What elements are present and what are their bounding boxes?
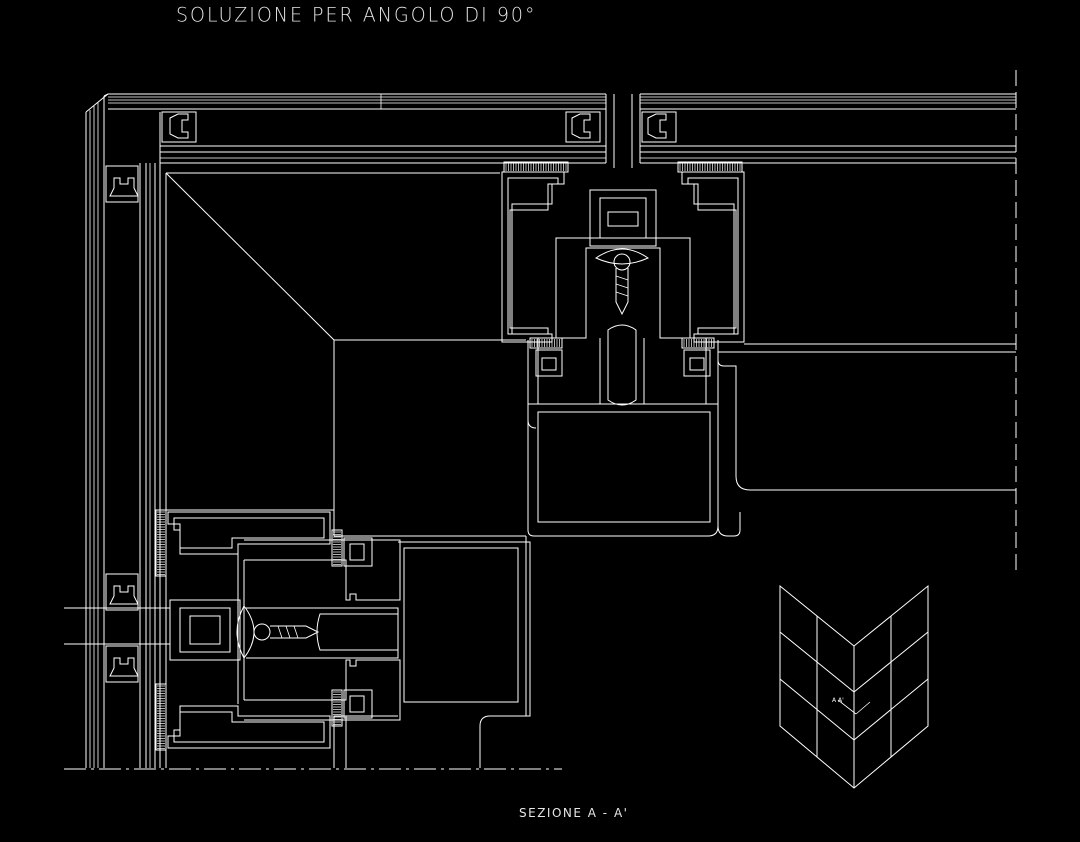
lower-gaskets xyxy=(155,509,373,751)
left-glazing-band xyxy=(85,93,167,768)
lower-mullion-profile xyxy=(64,511,531,768)
corner-insulation-block xyxy=(165,172,526,537)
top-clip-profiles xyxy=(161,111,677,143)
drawing-title: SOLUZIONE PER ANGOLO DI 90° xyxy=(176,3,537,27)
upper-mullion-profile xyxy=(501,171,1016,537)
section-label: SEZIONE A - A' xyxy=(519,806,629,820)
corner-key-plan-icon xyxy=(779,584,929,789)
top-glazing-band xyxy=(108,70,1017,570)
left-clip-profiles xyxy=(105,165,139,683)
upper-gaskets xyxy=(157,161,743,749)
key-plan-label: A A' xyxy=(832,697,844,704)
